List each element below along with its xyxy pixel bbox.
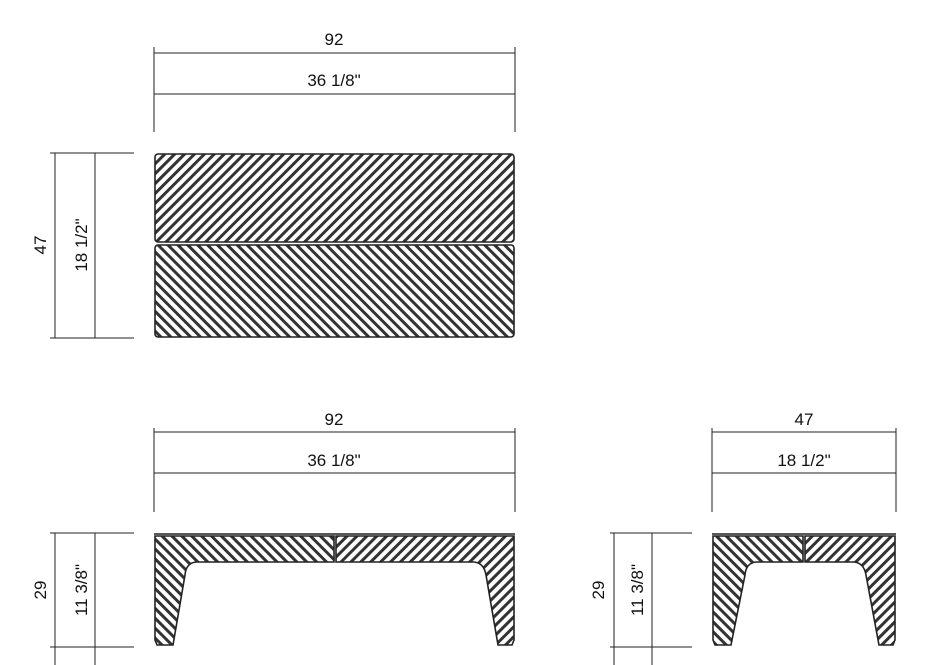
side-left-half (712, 535, 804, 646)
front-width-cm: 92 (325, 410, 344, 429)
front-height-dimension: 29 11 3/8" (31, 532, 134, 665)
front-height-in: 11 3/8" (72, 564, 91, 616)
top-view: 92 36 1/8" 47 18 1/2" (31, 30, 516, 339)
side-view: 47 18 1/2" 29 11 3/8" (589, 410, 897, 665)
front-right-half (335, 535, 515, 646)
top-width-dimension: 92 36 1/8" (153, 30, 516, 132)
top-panel-front (154, 244, 515, 338)
front-height-cm: 29 (31, 581, 50, 600)
side-depth-in: 18 1/2" (777, 451, 830, 470)
side-right-half (804, 535, 896, 646)
side-height-in: 11 3/8" (628, 564, 647, 616)
side-depth-dimension: 47 18 1/2" (711, 410, 897, 512)
top-panel-back (154, 153, 515, 243)
top-width-in: 36 1/8" (307, 71, 360, 90)
front-view: 92 36 1/8" 29 11 3/8" (31, 410, 516, 665)
front-width-dimension: 92 36 1/8" (153, 410, 516, 512)
top-width-cm: 92 (325, 30, 344, 49)
side-height-dimension: 29 11 3/8" (589, 532, 692, 665)
front-width-in: 36 1/8" (307, 451, 360, 470)
top-depth-dimension: 47 18 1/2" (31, 152, 134, 339)
side-height-cm: 29 (589, 581, 608, 600)
top-depth-in: 18 1/2" (72, 218, 91, 271)
top-depth-cm: 47 (31, 236, 50, 255)
front-left-half (154, 535, 335, 646)
side-depth-cm: 47 (795, 410, 814, 429)
